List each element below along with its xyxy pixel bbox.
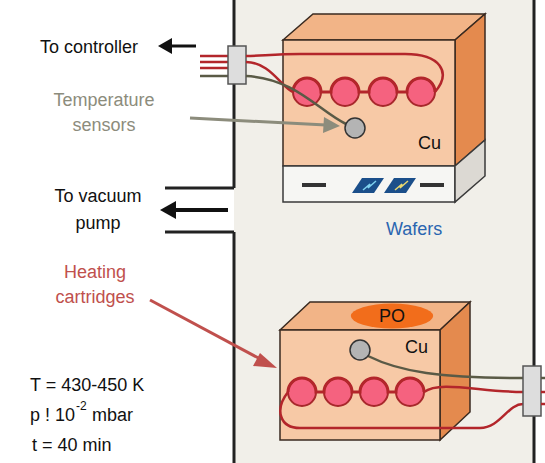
wafer-clip <box>302 183 326 187</box>
sample-dish: PO <box>350 303 434 329</box>
heater-wire <box>541 391 545 394</box>
wafer-tray-side <box>455 140 485 202</box>
wafer-tray <box>283 166 455 202</box>
wafer-mark <box>395 181 408 190</box>
heater-wire <box>246 54 443 92</box>
chamber-wall <box>233 0 236 188</box>
block-side-face <box>440 302 470 440</box>
feedthrough <box>228 46 246 84</box>
heater-coil-wire <box>288 378 424 392</box>
chamber-wall <box>233 232 236 463</box>
heater-wire <box>200 67 228 70</box>
pump-pipe <box>165 231 234 234</box>
process-parameter: t = 40 min <box>32 434 112 456</box>
copper-block: Cu <box>283 40 455 166</box>
callout-label: Heating cartridges <box>35 260 155 310</box>
leader-arrow <box>150 300 264 361</box>
callout-label: Temperature sensors <box>29 88 179 138</box>
heater-coil-wire <box>293 78 435 92</box>
sensor-wire <box>541 377 545 380</box>
arrow-head <box>158 38 172 54</box>
pump-arrow <box>172 208 228 212</box>
process-parameter: p ! 10 <box>30 404 75 426</box>
block-front-face <box>280 330 440 440</box>
arrow-head <box>323 117 340 133</box>
arrow-head <box>160 201 176 219</box>
wafer <box>352 178 384 193</box>
heater-wire <box>200 55 228 58</box>
wafer-clip <box>420 183 444 187</box>
sensor-wire <box>200 75 228 78</box>
material-label: Cu <box>405 336 428 358</box>
sensor-wire <box>368 356 523 378</box>
arrow-head <box>253 353 277 368</box>
heater-wire <box>541 403 545 406</box>
feedthrough <box>523 366 541 416</box>
pump-pipe <box>165 187 234 190</box>
heater-wire <box>200 61 228 64</box>
vacuum-chamber <box>234 0 534 463</box>
temperature-sensor <box>350 340 370 360</box>
wafer-mark <box>363 181 376 190</box>
copper-block: Cu <box>280 330 440 440</box>
dish-label: PO <box>379 305 405 327</box>
controller-arrow <box>170 45 196 48</box>
leader-arrow <box>190 118 326 125</box>
heater-wire <box>424 387 523 392</box>
callout-label: To controller <box>40 36 138 58</box>
part-label: Wafers <box>386 218 442 240</box>
process-parameter: mbar <box>92 404 133 426</box>
wafer <box>384 178 416 193</box>
heater-wire <box>280 392 523 428</box>
ellipse-shape <box>351 304 433 329</box>
callout-label: To vacuum pump <box>38 183 158 237</box>
exponent: -2 <box>76 399 87 413</box>
block-top-face <box>280 302 470 330</box>
block-top-face <box>283 14 485 40</box>
material-label: Cu <box>418 132 441 154</box>
sensor-wire <box>246 76 346 124</box>
process-parameter: T = 430-450 K <box>30 374 144 396</box>
temperature-sensor <box>345 118 365 138</box>
